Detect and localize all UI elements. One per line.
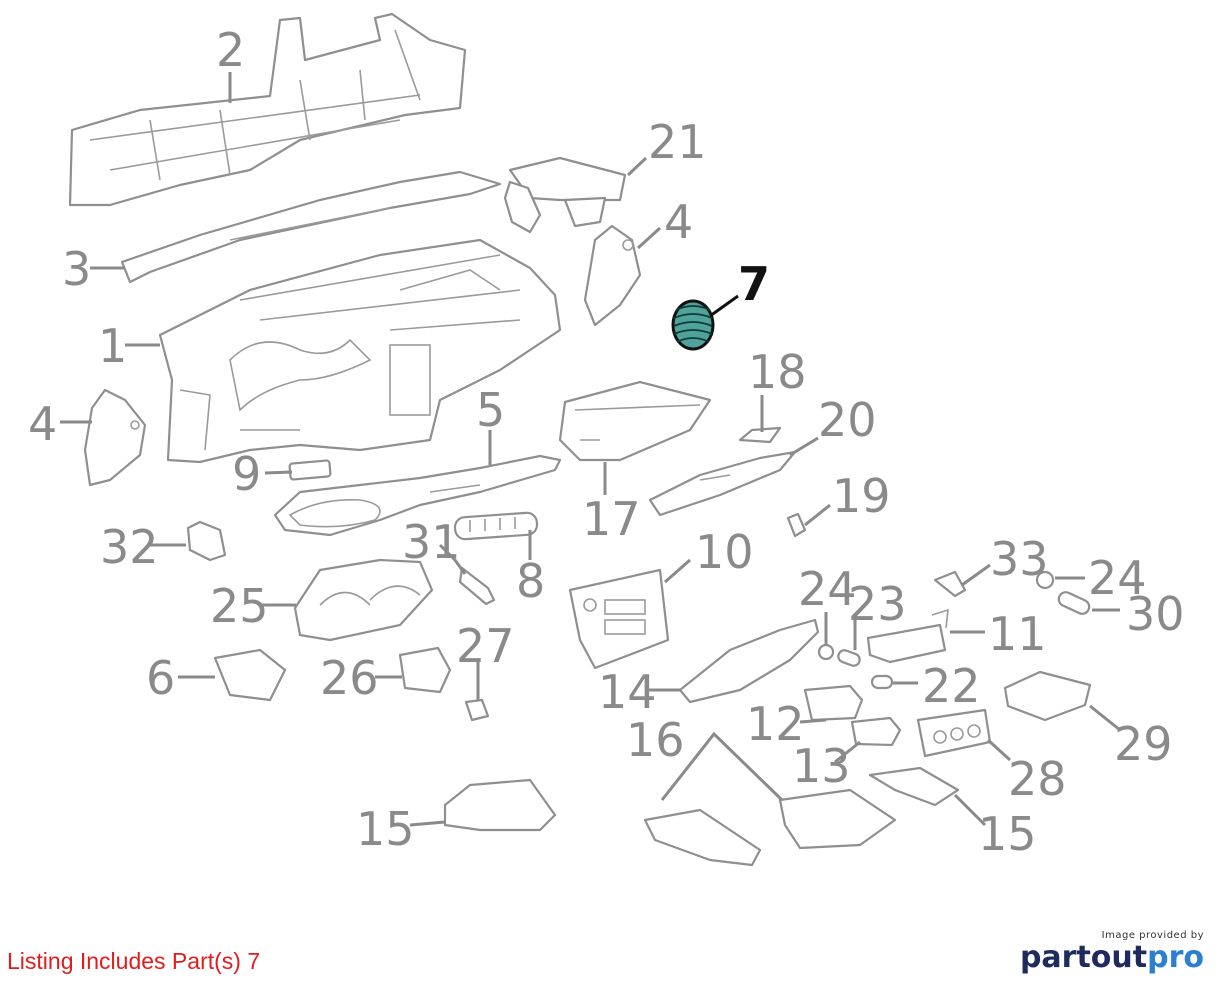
- part-32-bracket: [186, 520, 227, 562]
- part-4-side-trim-left: [83, 388, 147, 487]
- brand-caption: Image provided by: [1101, 930, 1204, 941]
- part-24-bulb-right: [1035, 570, 1055, 590]
- callout-11: 11: [988, 607, 1047, 661]
- callout-28: 28: [1008, 752, 1067, 806]
- callout-21: 21: [648, 115, 707, 169]
- callout-4-right: 4: [664, 195, 693, 249]
- callout-14: 14: [598, 665, 657, 719]
- callout-16: 16: [626, 713, 685, 767]
- brand-name: partoutpro: [1020, 941, 1204, 975]
- part-6-switch: [213, 648, 287, 702]
- callout-27: 27: [456, 619, 515, 673]
- part-9-vent: [288, 459, 332, 481]
- part-5-lower-trim: [273, 454, 562, 537]
- callout-numbers: 2 21 4 7 3 1 18 4 5 20 9 17 19 32 31 10 …: [28, 23, 1185, 861]
- part-18-clip: [738, 426, 782, 444]
- listing-includes-text: Listing Includes Part(s) 7: [7, 948, 261, 974]
- part-10-center-bezel: [568, 568, 670, 670]
- part-29-module: [1003, 670, 1092, 722]
- part-28-switch-panel: [916, 708, 992, 758]
- callout-9: 9: [232, 447, 261, 501]
- part-31-pin: [458, 566, 496, 606]
- callout-13: 13: [792, 739, 851, 793]
- part-20-glove-box-door: [648, 450, 797, 517]
- callout-2: 2: [216, 23, 245, 77]
- part-1-instrument-panel: [158, 238, 562, 464]
- leader-lines: [60, 72, 1121, 827]
- part-19-knob: [786, 512, 807, 538]
- callout-5: 5: [476, 383, 505, 437]
- callout-32: 32: [100, 520, 159, 574]
- brand-logo[interactable]: Image provided by partoutpro: [1020, 930, 1204, 975]
- part-8-vent-grille: [453, 511, 539, 541]
- part-13-tray: [850, 716, 902, 747]
- part-24-bulb-left: [817, 643, 835, 661]
- brand-name-part-b: pro: [1147, 940, 1204, 975]
- part-4-side-trim-right: [583, 224, 642, 327]
- part-16-duct-right: [778, 788, 897, 850]
- callout-29: 29: [1114, 717, 1173, 771]
- callout-23: 23: [848, 577, 907, 631]
- callout-4-left: 4: [28, 397, 57, 451]
- part-14-knee-trim: [678, 618, 820, 704]
- callout-30: 30: [1126, 587, 1185, 641]
- callout-1: 1: [98, 319, 127, 373]
- callout-24-right: 24: [1088, 551, 1147, 605]
- part-2-frame: [68, 12, 467, 207]
- part-15-trim-right: [868, 766, 960, 807]
- callout-15-right: 15: [978, 807, 1037, 861]
- part-3-top-pad: [120, 170, 502, 284]
- callout-20: 20: [818, 393, 877, 447]
- callout-24-left: 24: [798, 562, 857, 616]
- part-15-duct-left: [443, 778, 557, 832]
- callout-25: 25: [210, 579, 269, 633]
- callout-15-left: 15: [356, 802, 415, 856]
- callout-3: 3: [62, 242, 91, 296]
- part-7-highlighted[interactable]: [671, 299, 715, 351]
- part-22-socket: [870, 674, 894, 690]
- part-25-instrument-cluster: [293, 558, 434, 642]
- callout-6: 6: [146, 651, 175, 705]
- callout-7[interactable]: 7: [738, 257, 770, 311]
- brand-name-part-a: partout: [1019, 940, 1148, 975]
- callout-26: 26: [320, 651, 379, 705]
- callout-12: 12: [746, 697, 805, 751]
- callout-33: 33: [990, 532, 1049, 586]
- callout-22: 22: [922, 659, 981, 713]
- part-30-socket: [1057, 591, 1091, 615]
- callout-31: 31: [402, 515, 461, 569]
- callout-17: 17: [582, 492, 641, 546]
- callout-18: 18: [748, 345, 807, 399]
- part-26-switch: [398, 646, 452, 694]
- part-17-glove-box: [558, 380, 712, 462]
- part-27-pin: [464, 698, 490, 722]
- part-12-box: [803, 684, 864, 722]
- callout-19: 19: [832, 469, 891, 523]
- part-16-duct-left: [643, 808, 762, 867]
- callout-8: 8: [516, 554, 545, 608]
- callout-10: 10: [695, 525, 754, 579]
- part-21-airbag: [503, 156, 627, 234]
- part-11-tray: [866, 608, 949, 664]
- part-23-socket: [837, 649, 861, 667]
- part-33-connector: [933, 570, 967, 598]
